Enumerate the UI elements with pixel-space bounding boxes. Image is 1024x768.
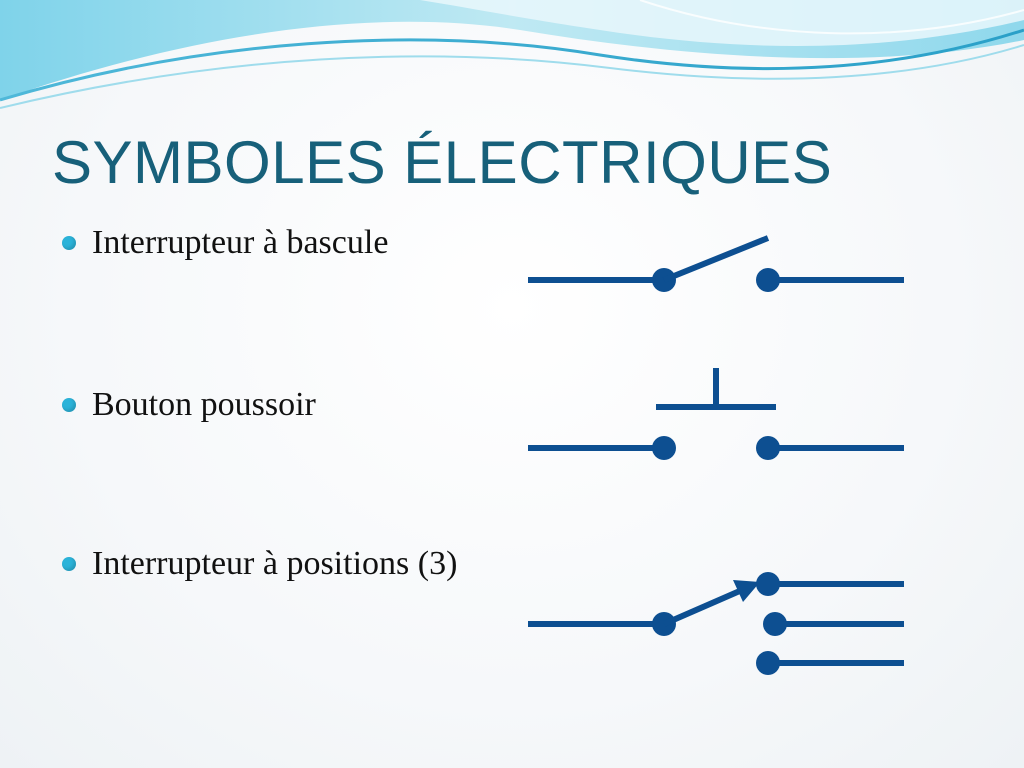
header-wave-decoration xyxy=(0,0,1024,109)
slide-title: SYMBOLES ÉLECTRIQUES xyxy=(52,129,833,196)
bullet-dot-icon xyxy=(62,557,76,571)
bullet-dot-icon xyxy=(62,398,76,412)
bullet-item: Bouton poussoir xyxy=(62,386,316,424)
bullet-label: Interrupteur à bascule xyxy=(92,224,389,261)
bullet-label: Bouton poussoir xyxy=(92,386,316,423)
toggle-switch-symbol xyxy=(528,235,904,292)
three-position-switch-symbol xyxy=(528,572,904,675)
bullet-item: Interrupteur à bascule xyxy=(62,224,388,262)
bullet-dot-icon xyxy=(62,236,76,250)
bullet-label: Interrupteur à positions (3) xyxy=(92,545,458,582)
push-button-symbol xyxy=(528,368,904,460)
bullet-item: Interrupteur à positions (3) xyxy=(62,545,457,583)
